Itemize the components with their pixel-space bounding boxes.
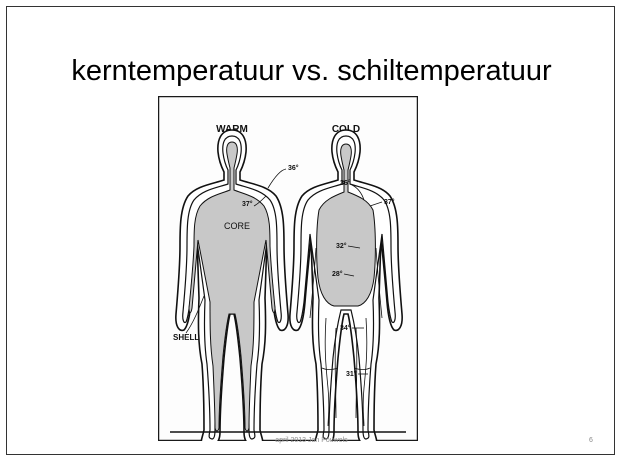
- warm-label-36: 36°: [288, 164, 299, 172]
- warm-label-37: 37°: [242, 200, 253, 208]
- warm-label-core: CORE: [224, 221, 250, 231]
- page-number: 6: [589, 437, 593, 444]
- cold-label-36: 36°: [340, 179, 351, 187]
- cold-label-37: 37°: [384, 198, 395, 206]
- cold-label-34: 34°: [340, 324, 351, 332]
- slide-title: kerntemperatuur vs. schiltemperatuur: [7, 55, 616, 88]
- slide-footer: april 2013 Jan Pouwels: [7, 437, 616, 444]
- cold-label-32: 32°: [336, 242, 347, 250]
- body-temperature-figure: WARM COLD 36° 37° CORE SHELL: [158, 96, 418, 441]
- warm-label-shell: SHELL: [173, 333, 199, 342]
- cold-label-28: 28°: [332, 270, 343, 278]
- cold-label-31: 31°: [346, 370, 357, 378]
- slide: kerntemperatuur vs. schiltemperatuur WAR…: [6, 6, 615, 455]
